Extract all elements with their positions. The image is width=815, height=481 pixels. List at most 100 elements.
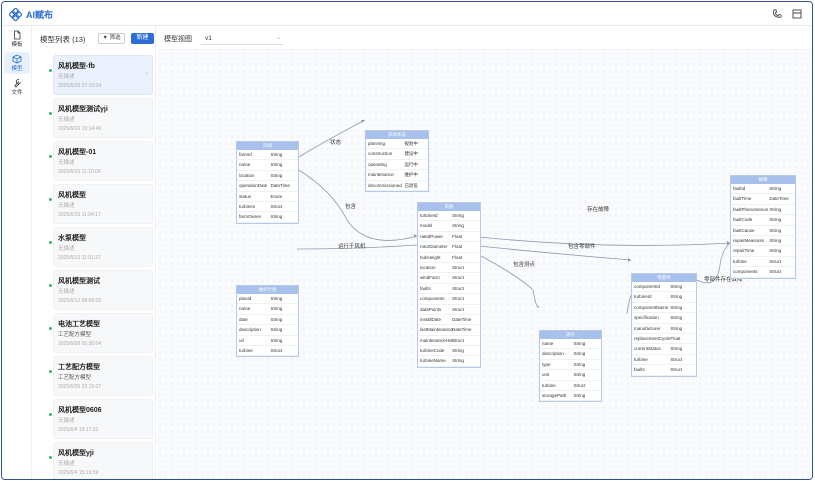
field-type: Enum [270,193,283,199]
entity-title: 故障 [731,176,795,184]
field-name: turbineId [420,213,438,218]
field-name: description [542,351,564,357]
model-timestamp: 2025/6/09 05:30:04 [58,341,102,347]
status-dot [49,284,52,287]
field-name: construction [368,151,393,157]
field-type: String [452,213,464,218]
edge-label-sensors: 包含测点 [513,262,536,268]
model-timestamp: 2025/6/16 19:14:49 [58,126,102,132]
new-model-button[interactable]: 新建 [131,33,154,44]
edge-sensors [478,254,540,308]
model-view-header: 模型视图 v1 ⌄ [157,26,812,50]
field-type: String [573,351,586,357]
field-name: installDate [420,316,442,322]
model-name: 风机模型测试 [58,278,100,285]
field-name: type [542,361,551,367]
field-type: 规划中 [404,141,418,146]
field-name: manufacturer [634,325,661,331]
status-dot [49,69,52,72]
field-name: turbine [733,258,747,264]
edge-label-contains: 包含 [345,204,357,210]
field-name: lastMaintenance [420,327,453,333]
field-name: faultCause [733,227,755,233]
model-canvas[interactable]: 状态 包含 运行于风机 存在故障 包含零部件 包含测点 零部件存在故障 风场 f… [157,50,812,479]
layout-icon[interactable] [791,8,803,20]
model-timestamp: 2025/6/4 19:17:31 [58,427,99,433]
entity-title: 风场 [237,142,298,150]
rail-item-template[interactable]: 模板 [4,28,30,50]
field-type: Struct [769,269,782,275]
field-name: faultPhenomenon [733,206,769,212]
field-type: String [573,372,586,378]
model-view-panel: 模型视图 v1 ⌄ [157,26,812,479]
field-name: location [420,264,436,270]
phone-icon[interactable] [771,8,783,20]
field-name: url [239,337,245,343]
rail-item-file[interactable]: 文件 [4,76,30,98]
model-timestamp: 2025/6/05 22:15:07 [58,384,102,390]
status-dot [49,155,52,158]
app-title: AI赋布 [26,10,54,20]
model-name: 风机模型-fb [58,63,95,70]
field-type: String [270,296,283,301]
field-name: repairTime [733,248,755,254]
chevron-down-icon: ⌄ [275,35,281,41]
field-type: String [670,304,683,310]
model-name: 风机模型yji [58,450,94,457]
field-type: String [769,248,782,254]
field-name: planning [368,141,386,146]
field-type: Struct [270,347,283,353]
model-desc: 无描述 [58,246,75,252]
model-name: 工艺配方模型 [58,364,100,371]
document-icon [14,30,21,40]
field-name: faultCode [733,217,753,223]
filter-button[interactable]: ▼ 筛选 [98,33,125,44]
field-type: Float [452,244,463,250]
field-name: location [239,172,255,178]
field-name: currentStatus [634,346,661,352]
model-timestamp: 2025/6/13 11:01:27 [58,255,101,261]
field-name: unit [542,372,550,378]
model-timestamp: 2025/6/15 11:10:06 [58,169,101,175]
field-name: date [239,316,248,322]
field-type: Float [670,335,681,341]
rail-item-model[interactable]: 模型 [4,52,30,74]
version-select[interactable]: v1 ⌄ [201,32,283,45]
field-name: planId [239,296,252,301]
field-type: Struct [573,382,586,388]
field-type: Float [452,233,463,239]
field-name: turbineName [420,358,446,364]
field-type: String [270,162,283,168]
status-dot [49,327,52,330]
model-list-title: 模型列表 (13) [40,35,86,44]
field-type: 运行中 [404,161,418,167]
